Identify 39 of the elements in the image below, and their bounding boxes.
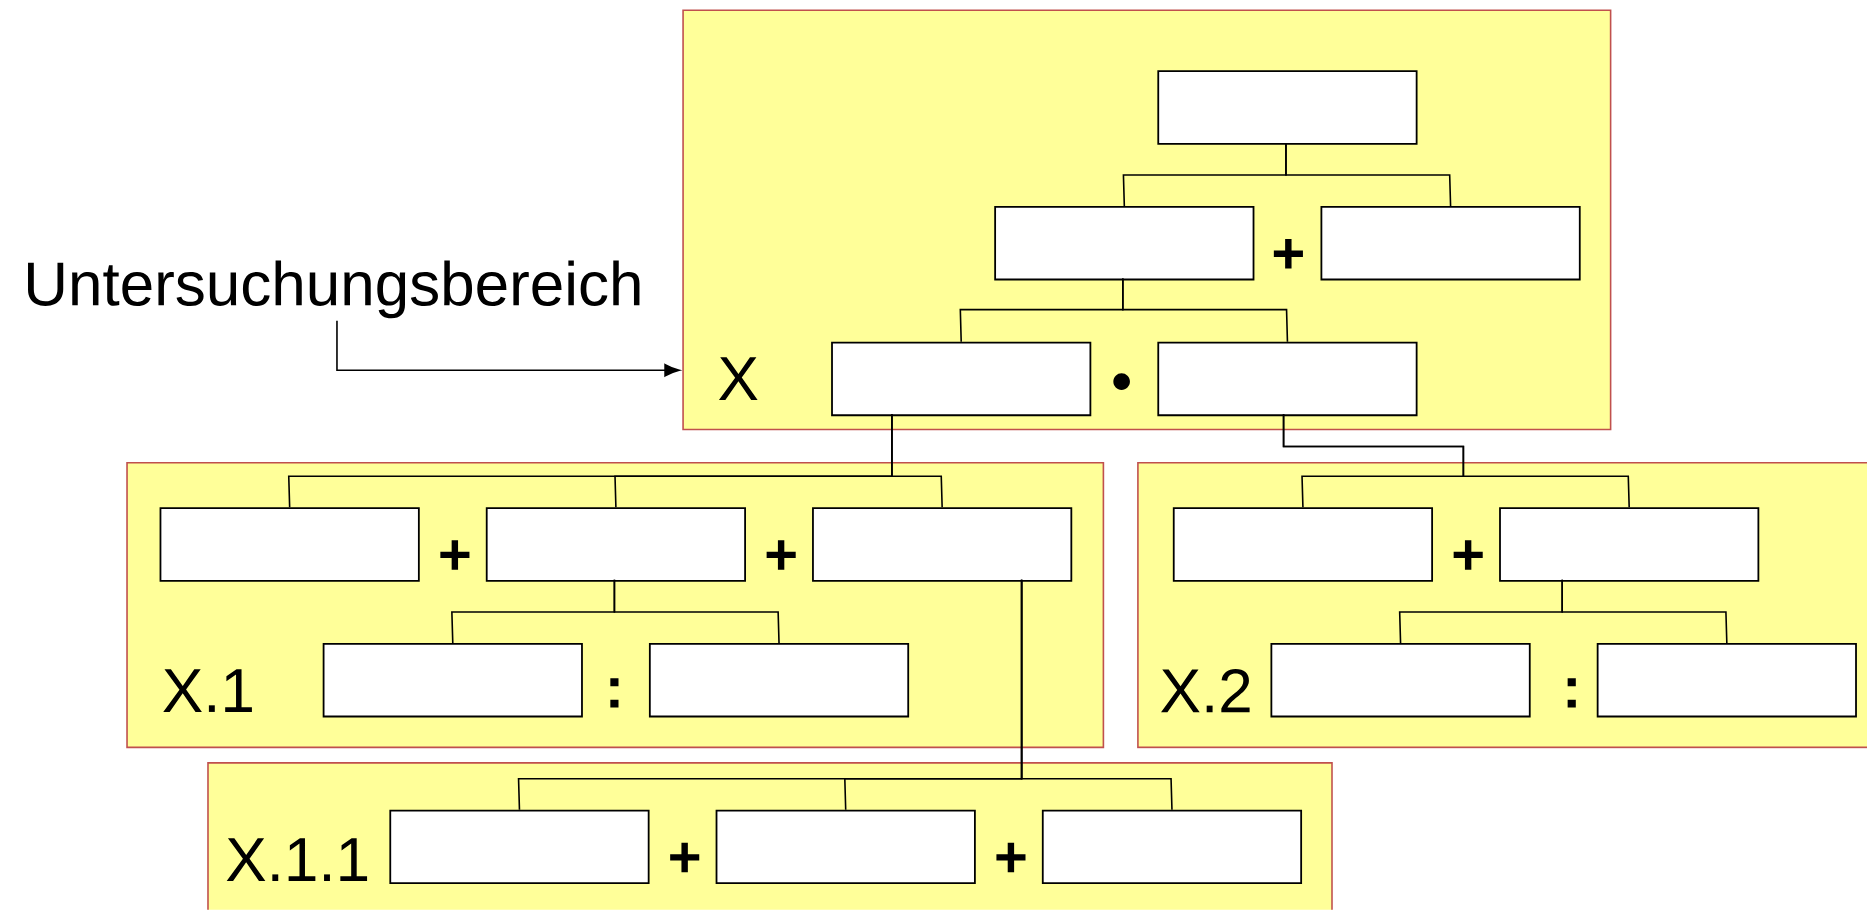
panel-label: X.2 [1161,669,1250,713]
empty-box [1596,643,1857,718]
empty-box [1157,70,1418,145]
empty-box [648,643,910,718]
operator-sign: + [1273,239,1303,269]
connector-line [1122,277,1289,343]
empty-box [831,341,1092,417]
operator-sign: • [1113,373,1130,391]
empty-box [1172,507,1433,582]
operator-sign: + [766,540,796,570]
operator-sign: + [1453,540,1483,570]
connector-line [1285,142,1452,207]
connector-line [891,413,943,509]
empty-box [485,507,746,582]
empty-box [322,643,583,718]
empty-box [1320,206,1581,281]
panel-label: X [718,357,758,401]
empty-box [159,507,420,582]
panel-label: X.1.1 [226,838,368,882]
empty-box [1157,341,1418,417]
operator-sign: + [440,540,470,570]
connector-line [1020,579,1173,811]
arrow [336,320,680,377]
connector-line [1282,413,1630,509]
operator-sign: : [610,678,619,708]
area-label: Untersuchungsbereich [28,260,640,319]
empty-box [812,507,1073,582]
empty-box [1499,507,1760,582]
connector-line [613,579,780,644]
operator-sign: + [996,842,1026,873]
empty-box [1270,643,1531,718]
empty-box [715,809,976,885]
panel-label: X.1 [163,669,252,713]
empty-box [994,206,1255,281]
operator-sign: + [670,842,700,873]
empty-box [389,809,650,885]
connector-line [1561,579,1728,644]
operator-sign: : [1567,678,1576,708]
empty-box [1041,809,1303,885]
